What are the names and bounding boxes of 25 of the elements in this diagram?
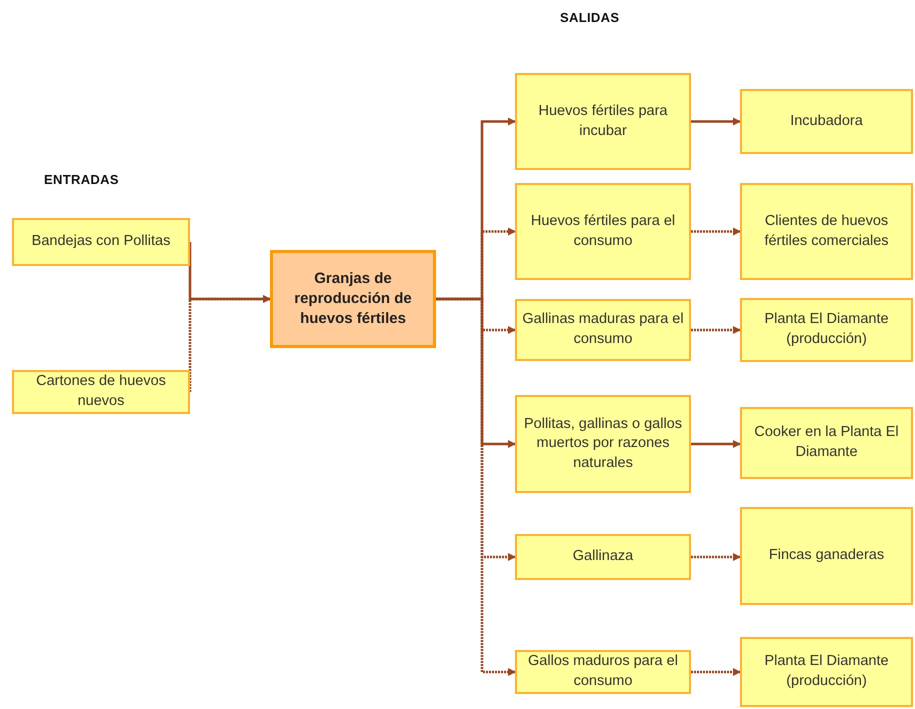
output-box: Planta El Diamante (producción) (740, 637, 913, 707)
output-box: Gallinaza (515, 534, 691, 580)
section-heading: SALIDAS (560, 9, 620, 27)
output-box: Cooker en la Planta El Diamante (740, 407, 913, 479)
output-box: Bandejas con Pollitas (12, 218, 190, 266)
output-box: Huevos fértiles para el consumo (515, 183, 691, 280)
arrow (691, 668, 741, 676)
output-box: Gallinas maduras para el consumo (515, 299, 691, 361)
output-box: Fincas ganaderas (740, 507, 913, 605)
arrow (691, 228, 741, 236)
output-box: Pollitas, gallinas o gallos muertos por razones naturales (515, 395, 691, 493)
output-box: Clientes de huevos fértiles comerciales (740, 183, 913, 280)
output-box: Planta El Diamante (producción) (740, 298, 913, 362)
output-box: Huevos fértiles para incubar (515, 73, 691, 170)
arrow (436, 298, 516, 448)
output-box: Cartones de huevos nuevos (12, 370, 190, 414)
output-box: Gallos maduros para el consumo (515, 650, 691, 694)
arrow (188, 295, 271, 394)
process-box: Granjas de reproducción de huevos fértiles (270, 250, 436, 348)
arrow (691, 326, 741, 334)
arrow (691, 440, 741, 448)
arrow (691, 118, 741, 126)
arrow (691, 553, 741, 561)
output-box: Incubadora (740, 89, 913, 154)
section-heading: ENTRADAS (44, 171, 119, 189)
